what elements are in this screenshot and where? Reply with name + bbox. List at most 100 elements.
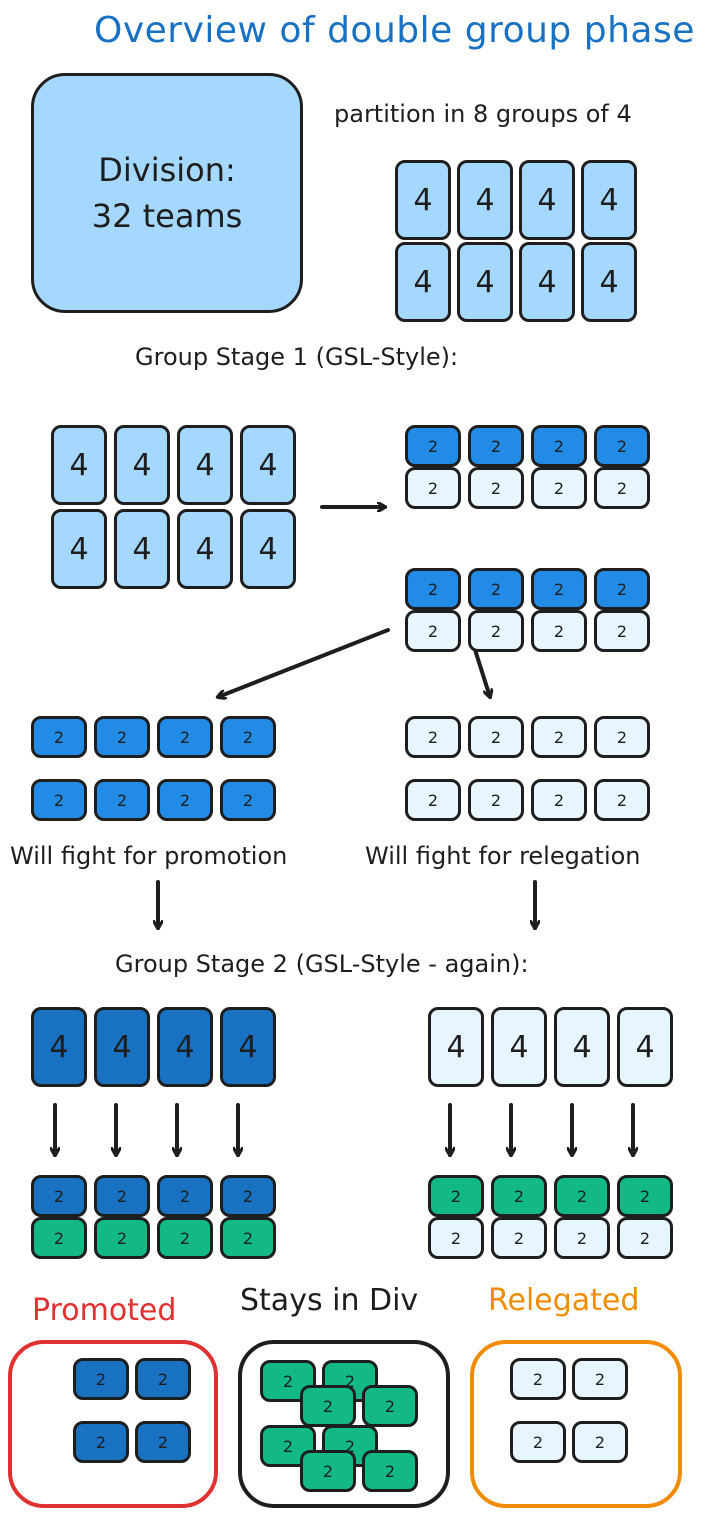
stays-box: 2 (491, 1175, 547, 1217)
losers-box: 2 (594, 779, 650, 821)
group-box: 4 (114, 509, 170, 589)
group-size-value: 2 (490, 621, 502, 641)
partition-label: partition in 8 groups of 4 (334, 100, 632, 128)
group-size-value: 2 (384, 1396, 396, 1416)
group-size-value: 4 (175, 1029, 195, 1065)
group-size-value: 4 (132, 447, 152, 483)
relegation-label: Will fight for relegation (365, 842, 641, 870)
group-box: 4 (51, 425, 107, 505)
group-size-value: 2 (322, 1461, 334, 1481)
group-box: 4 (457, 160, 513, 240)
losers-box: 2 (468, 779, 524, 821)
group-box: 4 (457, 242, 513, 322)
stays-box: 2 (617, 1175, 673, 1217)
group-size-value: 2 (282, 1436, 294, 1456)
promoted-box: 2 (31, 1175, 87, 1217)
relegated-box: 2 (554, 1217, 610, 1259)
group-size-value: 4 (112, 1029, 132, 1065)
stays-box: 2 (31, 1217, 87, 1259)
relegated-box: 2 (510, 1421, 566, 1463)
group-size-value: 2 (576, 1186, 588, 1206)
stays-box: 2 (554, 1175, 610, 1217)
group-size-value: 2 (427, 727, 439, 747)
group-size-value: 2 (553, 621, 565, 641)
group-size-value: 2 (513, 1228, 525, 1248)
group-size-value: 2 (639, 1228, 651, 1248)
group-size-value: 2 (639, 1186, 651, 1206)
winners-box: 2 (31, 716, 87, 758)
group-box: 4 (617, 1007, 673, 1087)
losers-box: 2 (531, 779, 587, 821)
group-size-value: 2 (427, 436, 439, 456)
group-size-value: 2 (427, 621, 439, 641)
group-size-value: 2 (490, 579, 502, 599)
winners-box: 2 (531, 568, 587, 610)
stays-frame (238, 1340, 450, 1508)
stays-box: 2 (428, 1175, 484, 1217)
winners-box: 2 (94, 779, 150, 821)
group-size-value: 2 (384, 1461, 396, 1481)
group-size-value: 2 (322, 1396, 334, 1416)
group-box: 4 (428, 1007, 484, 1087)
losers-box: 2 (594, 716, 650, 758)
group-size-value: 2 (553, 727, 565, 747)
group-size-value: 2 (344, 1436, 356, 1456)
diagram-title: Overview of double group phase (94, 10, 695, 51)
group-size-value: 4 (635, 1029, 655, 1065)
group-size-value: 2 (594, 1369, 606, 1389)
group-size-value: 2 (242, 790, 254, 810)
group-size-value: 2 (490, 727, 502, 747)
division-team-count: 32 teams (91, 197, 243, 235)
group-size-value: 2 (53, 1228, 65, 1248)
group-size-value: 2 (490, 436, 502, 456)
group-box: 4 (581, 242, 637, 322)
division-label: Division: (98, 151, 236, 189)
group-size-value: 2 (179, 790, 191, 810)
group-box: 4 (94, 1007, 150, 1087)
group-size-value: 2 (95, 1432, 107, 1452)
stays-label: Stays in Div (240, 1283, 419, 1318)
losers-box: 2 (594, 610, 650, 652)
group-size-value: 4 (475, 182, 495, 218)
group-box: 4 (177, 425, 233, 505)
stays-box: 2 (220, 1217, 276, 1259)
relegated-box: 2 (617, 1217, 673, 1259)
winners-box: 2 (468, 568, 524, 610)
promoted-label: Promoted (32, 1293, 177, 1328)
group-size-value: 2 (616, 579, 628, 599)
group-size-value: 4 (258, 531, 278, 567)
group-size-value: 2 (282, 1371, 294, 1391)
winners-box: 2 (220, 716, 276, 758)
promotion-label: Will fight for promotion (10, 842, 288, 870)
winners-box: 2 (220, 779, 276, 821)
group-size-value: 2 (553, 436, 565, 456)
group-size-value: 2 (116, 1186, 128, 1206)
relegated-frame (470, 1340, 682, 1508)
winners-box: 2 (31, 779, 87, 821)
group-size-value: 2 (179, 1228, 191, 1248)
group-size-value: 4 (475, 264, 495, 300)
group-box: 4 (240, 509, 296, 589)
group-size-value: 2 (616, 436, 628, 456)
stage1-label: Group Stage 1 (GSL-Style): (135, 343, 459, 371)
group-size-value: 4 (195, 531, 215, 567)
group-size-value: 2 (553, 478, 565, 498)
group-size-value: 2 (450, 1228, 462, 1248)
losers-box: 2 (594, 467, 650, 509)
promoted-box: 2 (157, 1175, 213, 1217)
winners-box: 2 (94, 716, 150, 758)
group-size-value: 4 (195, 447, 215, 483)
losers-box: 2 (468, 716, 524, 758)
group-box: 4 (114, 425, 170, 505)
relegated-label: Relegated (488, 1283, 640, 1318)
group-size-value: 2 (53, 1186, 65, 1206)
group-size-value: 2 (53, 727, 65, 747)
losers-box: 2 (531, 610, 587, 652)
group-size-value: 4 (49, 1029, 69, 1065)
winners-box: 2 (157, 716, 213, 758)
group-size-value: 2 (95, 1369, 107, 1389)
promoted-box: 2 (135, 1421, 191, 1463)
winners-box: 2 (157, 779, 213, 821)
group-size-value: 2 (427, 478, 439, 498)
